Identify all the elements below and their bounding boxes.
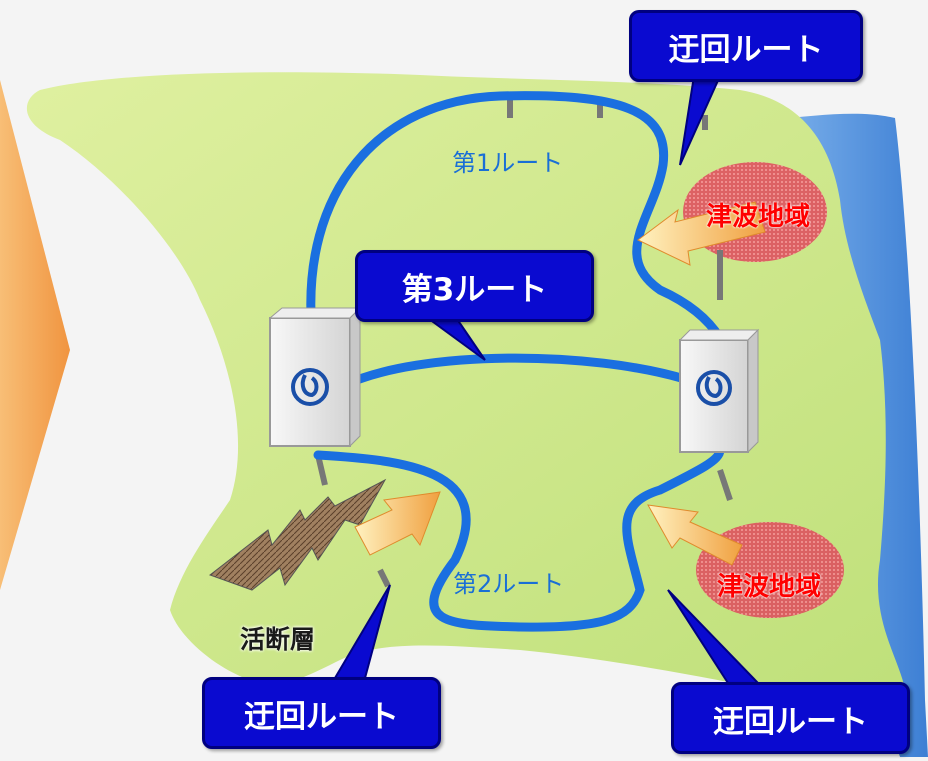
route-2-label: 第2ルート xyxy=(453,570,565,598)
detour-route-callout-bottom-left: 迂回ルート xyxy=(202,677,441,749)
route-3-line xyxy=(340,353,693,390)
detour-arrow-top-icon xyxy=(637,201,766,266)
active-fault-crack-icon xyxy=(208,478,387,591)
station-left-icon xyxy=(268,306,362,448)
detour-route-callout-top: 迂回ルート xyxy=(629,10,863,82)
cable-connectors xyxy=(315,100,733,588)
tsunami-area-top-label: 津波地域 xyxy=(706,202,811,232)
station-right-icon xyxy=(678,328,760,454)
route-1-label: 第1ルート xyxy=(452,149,564,177)
route-1-line xyxy=(306,91,725,343)
detour-route-callout-bottom-right: 迂回ルート xyxy=(671,682,910,754)
active-fault-label: 活断層 xyxy=(240,625,316,654)
route-2-line xyxy=(313,445,725,632)
detour-arrow-bottom-icon xyxy=(647,504,743,566)
detour-arrow-fault-icon xyxy=(354,491,441,556)
tsunami-area-bottom-label: 津波地域 xyxy=(717,572,822,602)
third-route-callout: 第3ルート xyxy=(355,250,594,322)
side-arrow-icon xyxy=(0,80,70,590)
